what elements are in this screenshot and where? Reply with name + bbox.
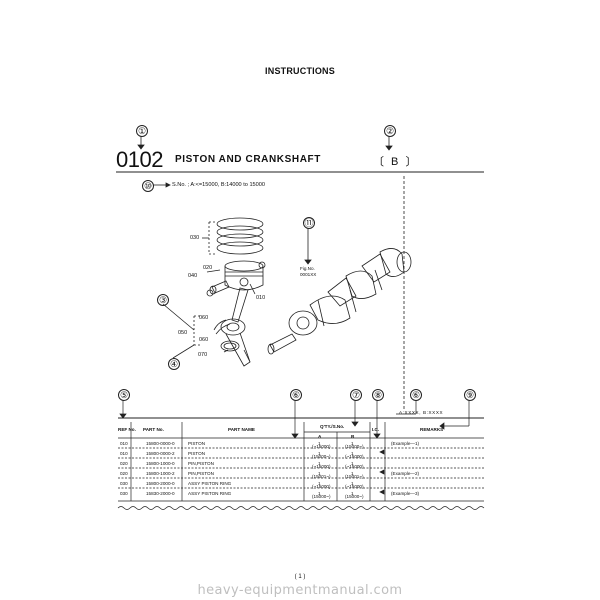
row-part-name: ASSY PISTON RING	[188, 491, 232, 496]
callout-2: ②	[384, 125, 396, 137]
callout-3: ③	[157, 294, 169, 306]
header-remarks: REMARKS	[420, 427, 444, 432]
page-number: ( 1 )	[294, 574, 306, 580]
callout-6a: ⑥	[290, 389, 302, 401]
row-qty-a: 1	[318, 491, 321, 496]
row-range-a: (~15000)	[312, 444, 331, 449]
section-code: 0102	[116, 147, 163, 172]
row-part-no: 15800-0000-2	[146, 451, 175, 456]
header-part-name: PART NAME	[228, 427, 255, 432]
row-range-a: (~15000)	[312, 484, 331, 489]
header-part-no: PART No.	[143, 427, 164, 432]
row-range-a: (15000~)	[312, 494, 331, 499]
row-part-name: PISTON	[188, 441, 206, 446]
row-range-a: (15000~)	[312, 454, 331, 459]
row-qty-b: 1	[351, 461, 354, 466]
row-part-no: 15830-2000-0	[146, 491, 175, 496]
header-b: B	[351, 434, 355, 439]
row-qty-b: 1	[351, 471, 354, 476]
label-020: 020	[203, 265, 213, 271]
row-ref: 010	[120, 451, 128, 456]
row-qty-b: 1	[351, 481, 354, 486]
row-qty-a: 1	[318, 471, 321, 476]
row-part-name: PISTON	[188, 451, 206, 456]
callout-7: ⑦	[350, 389, 362, 401]
callout-4: ④	[168, 358, 180, 370]
row-part-no: 15800-2000-0	[146, 481, 175, 486]
label-070: 070	[198, 352, 208, 358]
row-range-b: (15001~)	[345, 474, 364, 479]
label-060b: 060	[199, 337, 209, 343]
row-part-no: 15800-0000-0	[146, 441, 175, 446]
row-remark: (Example—3)	[391, 491, 420, 496]
row-qty-a: 1	[318, 451, 321, 456]
row-range-b: (15000~)	[345, 444, 364, 449]
row-range-b: (~15000)	[345, 484, 364, 489]
header-a: A	[318, 434, 322, 439]
header-ref: REF No.	[118, 427, 136, 432]
row-part-name: PIN,PISTON	[188, 471, 214, 476]
page-title: INSTRUCTIONS	[265, 66, 335, 76]
row-qty-b: 1	[351, 451, 354, 456]
row-ref: 020	[120, 471, 128, 476]
row-qty-a: 1	[318, 461, 321, 466]
callout-5: ⑤	[118, 389, 130, 401]
row-range-b: (15000~)	[345, 494, 364, 499]
label-040: 040	[188, 273, 198, 279]
header-qty: Q'TY./S.No.	[320, 424, 345, 429]
row-ref: 010	[120, 441, 128, 446]
row-qty-a: 1	[318, 441, 321, 446]
row-remark: (Example—1)	[391, 441, 420, 446]
row-part-name: PIN,PISTON	[188, 461, 214, 466]
row-ref: 030	[120, 481, 128, 486]
row-range-a: (15001~)	[312, 474, 331, 479]
callout-8: ⑧	[372, 389, 384, 401]
fig-no-label: Fig.No.	[300, 266, 315, 271]
row-remark: (Example—2)	[391, 471, 420, 476]
row-range-b: (~15000)	[345, 464, 364, 469]
row-qty-b: 1	[351, 441, 354, 446]
fig-code: 0001XX	[300, 272, 317, 277]
remarks-key: A:XXXX, B:XXXX	[399, 410, 444, 415]
label-060: 060	[199, 315, 209, 321]
callout-10: ⑩	[142, 180, 154, 192]
row-qty-b: 1	[351, 491, 354, 496]
section-group: 〔 B 〕	[373, 156, 419, 168]
label-050: 050	[178, 330, 188, 336]
label-010: 010	[256, 295, 266, 301]
callout-1: ①	[136, 125, 148, 137]
header-ic: I.C.	[372, 427, 380, 432]
watermark: heavy-equipmentmanual.com	[197, 583, 403, 598]
label-030: 030	[190, 235, 200, 241]
row-ref: 030	[120, 491, 128, 496]
callout-11: ⑪	[303, 217, 315, 229]
row-part-name: ASSY PISTON RING	[188, 481, 232, 486]
row-part-no: 15800-1000-0	[146, 461, 175, 466]
row-range-b: (~15000)	[345, 454, 364, 459]
row-ref: 020	[120, 461, 128, 466]
section-name: PISTON AND CRANKSHAFT	[175, 154, 321, 165]
row-range-a: (~15000)	[312, 464, 331, 469]
row-qty-a: 1	[318, 481, 321, 486]
callout-9: ⑨	[464, 389, 476, 401]
serial-note: S.No. ; A:<=15000, B:14000 to 15000	[172, 182, 265, 188]
row-part-no: 15800-1000-2	[146, 471, 175, 476]
